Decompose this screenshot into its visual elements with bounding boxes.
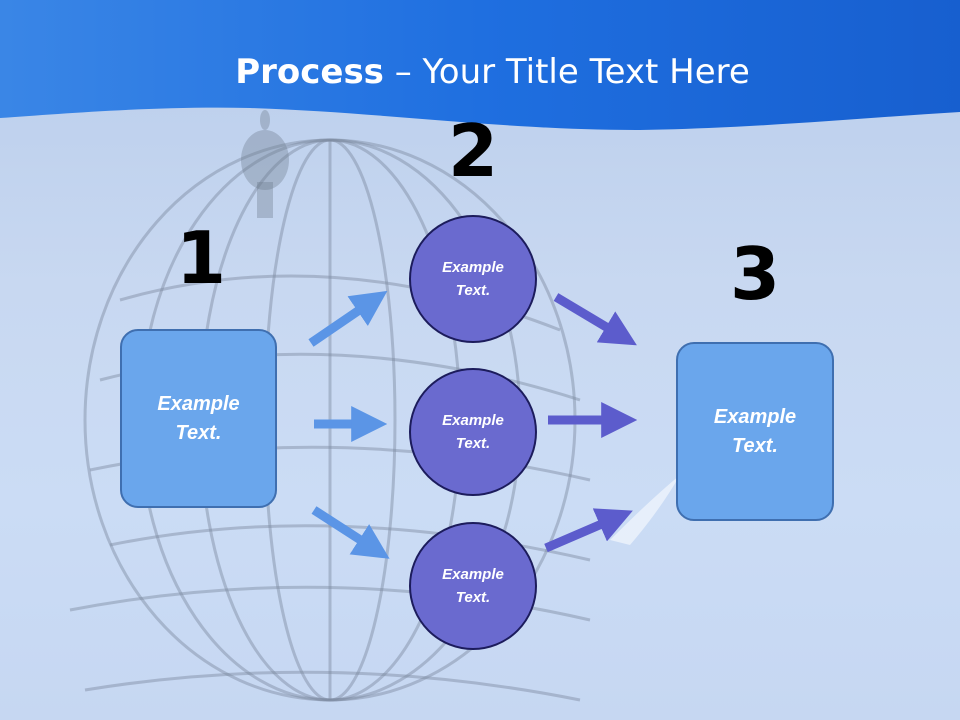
slide-title: Process – Your Title Text Here [0, 52, 960, 92]
right-box-line2: Text. [732, 434, 778, 457]
circle-middle-line1: Example [442, 412, 504, 429]
step-number-2: 2 [448, 109, 499, 193]
circle-bottom-line2: Text. [455, 589, 491, 606]
title-bold: Process [235, 52, 384, 92]
arrow-left-to-bottom [311, 506, 390, 559]
circle-bottom-line1: Example [442, 566, 504, 583]
arrow-top-to-right [553, 293, 637, 346]
step-number-1: 1 [176, 216, 227, 300]
cage-finial [241, 110, 289, 218]
arrow-bottom-to-right [544, 508, 633, 553]
right-box-line1: Example [713, 405, 797, 428]
step-number-3: 3 [730, 232, 781, 316]
left-box-line2: Text. [175, 421, 222, 444]
arrow-left-to-top [308, 290, 388, 347]
circle-middle-line2: Text. [455, 435, 491, 452]
left-box-line1: Example [157, 392, 240, 415]
header-wave [0, 0, 960, 130]
title-rest: – Your Title Text Here [383, 52, 750, 92]
circle-top-line2: Text. [455, 282, 491, 299]
circle-top-line1: Example [442, 259, 504, 276]
